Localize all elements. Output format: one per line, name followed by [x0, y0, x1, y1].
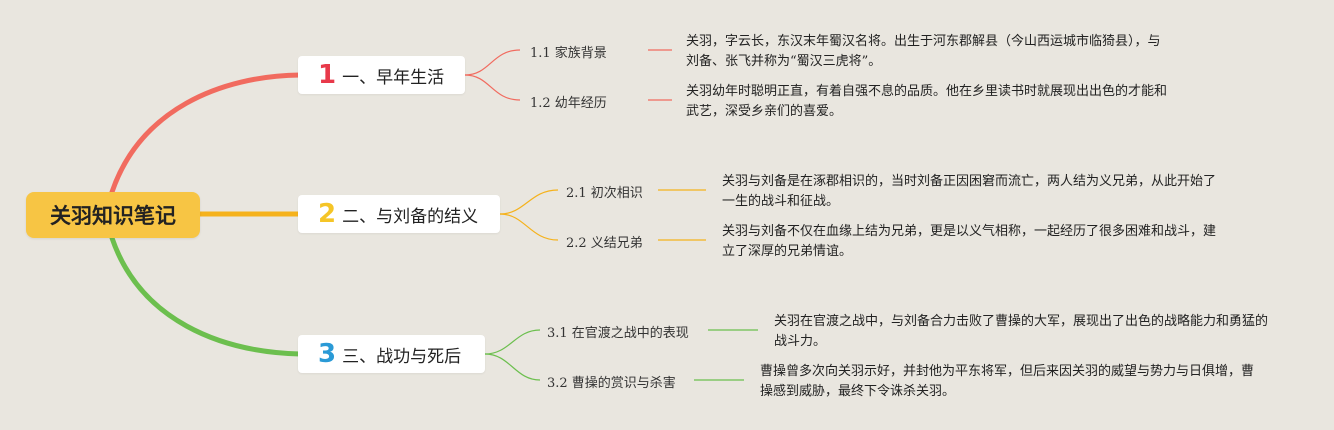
section-node-2[interactable]: 2 二、与刘备的结义 [298, 195, 500, 233]
section-number-1: 1 [318, 60, 337, 90]
desc-1-2: 关羽幼年时聪明正直，有着自强不息的品质。他在乡里读书时就展现出出色的才能和武艺，… [686, 84, 1168, 119]
branch-line-1 [109, 72, 303, 195]
section-node-3[interactable]: 3 三、战功与死后 [298, 335, 485, 373]
sub-line-2-1 [499, 189, 559, 215]
desc-3-1: 关羽在官渡之战中，与刘备合力击败了曹操的大军，展现出了出色的战略能力和勇猛的战斗… [774, 314, 1269, 349]
section-title-1: 一、早年生活 [342, 67, 445, 88]
section-node-1[interactable]: 1 一、早年生活 [298, 56, 465, 94]
root-title: 关羽知识笔记 [50, 204, 176, 228]
sub-node-2-1[interactable]: 2.1 初次相识 [566, 186, 643, 201]
sub-line-1-2 [464, 74, 521, 101]
desc-3-2: 曹操曾多次向关羽示好，并封他为平东将军，但后来因关羽的威望与势力与日俱增，曹操感… [760, 364, 1255, 399]
sub-line-3-1 [484, 329, 541, 355]
sub-node-3-2[interactable]: 3.2 曹操的赏识与杀害 [547, 376, 676, 391]
section-title-3: 三、战功与死后 [342, 346, 462, 367]
sub-line-3-2 [484, 353, 541, 381]
sub-node-2-2[interactable]: 2.2 义结兄弟 [566, 236, 643, 251]
sub-node-1-1[interactable]: 1.1 家族背景 [530, 46, 607, 61]
sub-line-2-2 [499, 213, 559, 241]
section-title-2: 二、与刘备的结义 [342, 206, 479, 227]
sub-node-1-2[interactable]: 1.2 幼年经历 [530, 96, 607, 111]
section-number-2: 2 [318, 199, 337, 229]
sub-node-3-1[interactable]: 3.1 在官渡之战中的表现 [547, 326, 689, 341]
sub-line-1-1 [464, 49, 521, 76]
root-node[interactable]: 关羽知识笔记 [26, 192, 200, 238]
branch-line-3 [109, 235, 303, 357]
desc-2-1: 关羽与刘备是在涿郡相识的，当时刘备正因困窘而流亡，两人结为义兄弟，从此开始了一生… [722, 174, 1217, 209]
desc-2-2: 关羽与刘备不仅在血缘上结为兄弟，更是以义气相称，一起经历了很多困难和战斗，建立了… [722, 224, 1217, 259]
section-number-3: 3 [318, 339, 337, 369]
desc-1-1: 关羽，字云长，东汉末年蜀汉名将。出生于河东郡解县（今山西运城市临猗县），与刘备、… [686, 34, 1161, 69]
